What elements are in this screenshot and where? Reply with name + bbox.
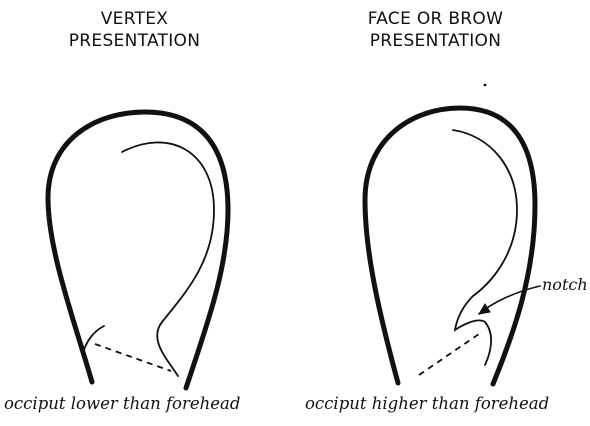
face-brow-speck	[484, 84, 487, 87]
vertex-caption: occiput lower than forehead	[4, 394, 240, 413]
face-brow-outer-outline	[365, 108, 535, 384]
face-brow-pelvis-drawing	[295, 0, 590, 426]
face-brow-presentation-panel: FACE OR BROW PRESENTATION notch occiput …	[295, 0, 590, 426]
face-brow-dashed-line	[419, 334, 479, 375]
vertex-pelvis-drawing	[0, 0, 295, 426]
vertex-presentation-panel: VERTEX PRESENTATION occiput lower than f…	[0, 0, 295, 426]
notch-arrowhead-icon	[479, 304, 490, 314]
face-brow-inner-curve	[453, 130, 517, 365]
vertex-outer-outline	[48, 112, 228, 388]
face-brow-caption: occiput higher than forehead	[305, 394, 549, 413]
vertex-occiput-arc	[84, 326, 104, 350]
notch-label: notch	[542, 275, 588, 294]
